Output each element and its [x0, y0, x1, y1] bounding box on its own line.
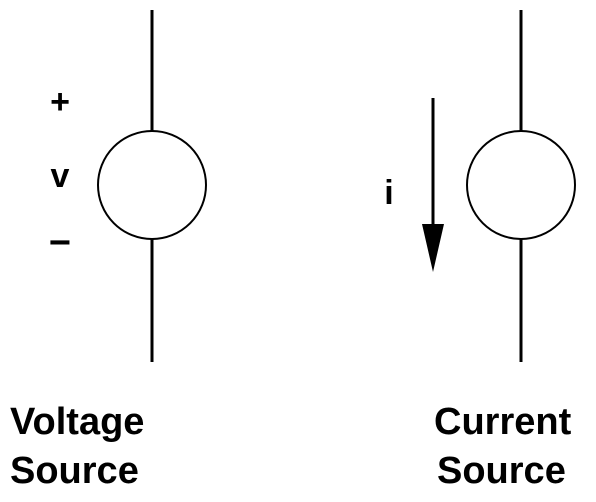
- voltage-variable-label: v: [51, 157, 70, 195]
- current-variable-label: i: [384, 174, 393, 212]
- current-arrow-head: [422, 224, 444, 272]
- voltage-minus-sign: −: [49, 222, 71, 264]
- voltage-source-circle: [97, 130, 207, 240]
- current-source-symbol: [466, 10, 576, 362]
- voltage-source-caption-line1: Voltage: [10, 401, 144, 443]
- voltage-plus-sign: +: [50, 83, 70, 121]
- current-source-caption-line1: Current: [434, 401, 572, 443]
- current-direction-arrow-icon: [422, 98, 444, 272]
- voltage-source-symbol: [97, 10, 207, 362]
- current-source-caption-line2: Source: [437, 450, 566, 492]
- current-source-circle: [466, 130, 576, 240]
- voltage-source-caption-line2: Source: [10, 450, 139, 492]
